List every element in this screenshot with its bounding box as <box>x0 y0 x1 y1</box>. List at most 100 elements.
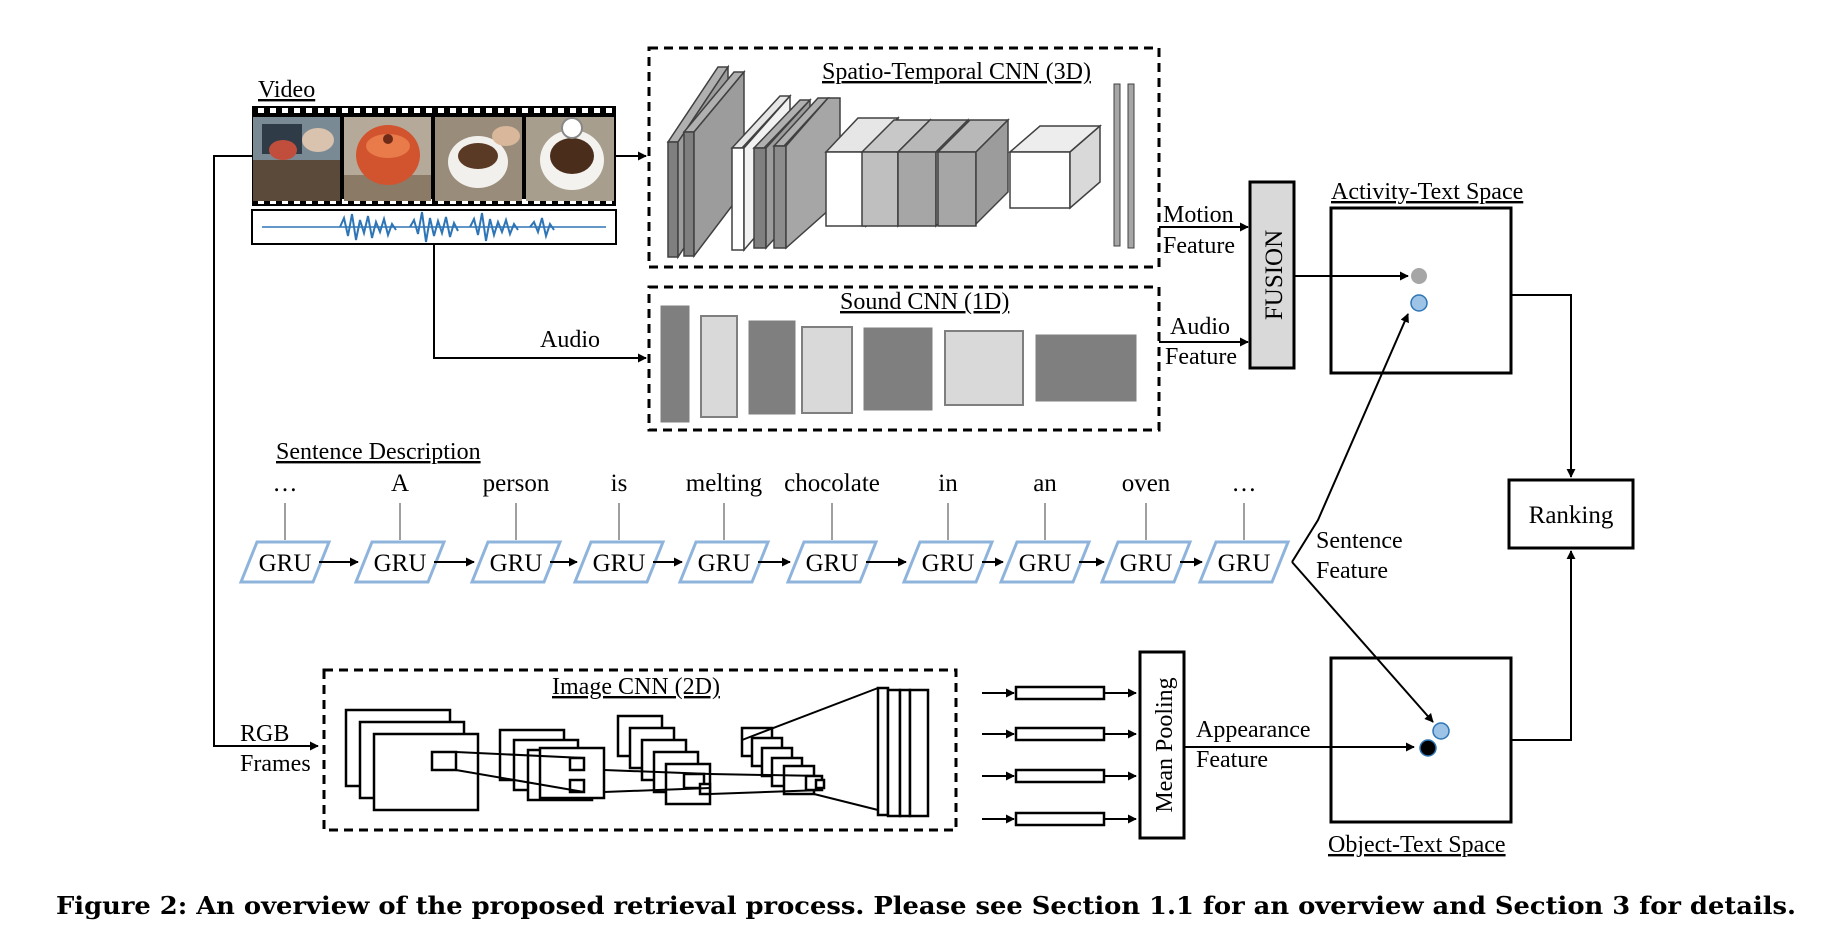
activity-sentence-point <box>1410 294 1428 312</box>
motion-feature-label: Feature <box>1163 233 1235 259</box>
gru-cell: GRU <box>1099 540 1193 584</box>
sound-cnn-layer-3 <box>748 320 796 415</box>
sound-cnn-layer-2 <box>700 315 738 418</box>
object-text-space-title: Object-Text Space <box>1328 832 1506 858</box>
gru-cell: GRU <box>469 540 563 584</box>
sound-cnn-title: Sound CNN (1D) <box>840 289 1009 315</box>
image-cnn-title: Image CNN (2D) <box>552 674 720 700</box>
gru-cell: GRU <box>677 540 771 584</box>
gru-cell-shape <box>1197 540 1291 584</box>
figure-caption: Figure 2: An overview of the proposed re… <box>56 891 1796 920</box>
audio-feature-label: Feature <box>1165 344 1237 370</box>
gru-cell: GRU <box>998 540 1092 584</box>
image-cnn-stack-3 <box>616 714 712 806</box>
rgb-label: RGB <box>240 721 289 747</box>
sentence-label: Sentence <box>1316 528 1403 554</box>
video-label: Video <box>258 77 315 103</box>
image-cnn-stack-2 <box>498 728 606 802</box>
spatio-temporal-cnn-block: Spatio-Temporal CNN (3D) <box>647 46 1161 269</box>
ranking-label: Ranking <box>1529 502 1614 529</box>
sentence-feature-label: Feature <box>1316 558 1388 584</box>
sentence-word: chocolate <box>784 470 880 497</box>
sound-cnn-layer-4 <box>801 326 853 414</box>
gru-cell-label: GRU <box>259 550 312 577</box>
sentence-word: … <box>1232 470 1257 497</box>
video-frame-4 <box>526 117 614 201</box>
arrow-audio-to-soundcnn <box>433 244 647 363</box>
mean-pooling-label: Mean Pooling <box>1152 677 1178 812</box>
sentence-description-title: Sentence Description <box>276 439 481 465</box>
sound-cnn-layer-1 <box>660 305 690 423</box>
gru-cell: GRU <box>238 540 332 584</box>
gru-cell-shape <box>785 540 879 584</box>
audio-feat-label: Audio <box>1170 314 1230 340</box>
cnn3d-fc-layers <box>1113 83 1135 249</box>
image-cnn-fc <box>876 686 930 818</box>
audio-label: Audio <box>540 327 600 353</box>
spatio-temporal-cnn-title: Spatio-Temporal CNN (3D) <box>822 59 1091 85</box>
gru-cell-label: GRU <box>593 550 646 577</box>
gru-cell-shape <box>469 540 563 584</box>
activity-text-space: Activity-Text Space <box>1329 179 1523 375</box>
sound-cnn-layer-5 <box>863 327 933 411</box>
image-cnn-connectors <box>455 687 879 811</box>
gru-cell-shape <box>998 540 1092 584</box>
fusion-block: FUSION <box>1248 180 1296 370</box>
cnn3d-layer-1 <box>666 64 746 260</box>
image-cnn-stack-1 <box>344 708 480 812</box>
mean-pooling-block: Mean Pooling <box>1138 650 1186 840</box>
appearance-feature-label: Feature <box>1196 747 1268 773</box>
cnn3d-layer-2 <box>730 94 841 253</box>
sound-cnn-block: Sound CNN (1D) <box>647 285 1161 432</box>
activity-text-space-title: Activity-Text Space <box>1331 179 1523 205</box>
cnn3d-layer-4 <box>1007 124 1103 210</box>
gru-cell-shape <box>353 540 447 584</box>
gru-cell-shape <box>677 540 771 584</box>
sentence-word: A <box>391 470 409 497</box>
sound-cnn-layer-6 <box>944 330 1024 406</box>
gru-cell: GRU <box>901 540 995 584</box>
image-cnn-stack-4 <box>740 726 826 796</box>
gru-cell: GRU <box>572 540 666 584</box>
gru-cell: GRU <box>353 540 447 584</box>
sentence-word: is <box>611 470 628 497</box>
video-filmstrip: Video <box>251 77 617 245</box>
sentence-word: oven <box>1122 470 1171 497</box>
video-frame-2 <box>344 117 431 201</box>
gru-chain: GRU GRU GRU GRU GRU GRU GRU GRU GRU GRU <box>238 540 1291 584</box>
gru-cell-label: GRU <box>806 550 859 577</box>
ranking-block: Ranking <box>1507 478 1635 550</box>
arrow-sentence-to-object <box>1291 561 1434 723</box>
gru-cell-shape <box>1099 540 1193 584</box>
fusion-label: FUSION <box>1261 230 1288 320</box>
arrow-sentence-to-activity <box>1291 313 1409 563</box>
gru-cell-label: GRU <box>922 550 975 577</box>
arrow-object-to-ranking <box>1511 550 1576 741</box>
video-frame-3 <box>435 117 522 201</box>
gru-cell-label: GRU <box>1019 550 1072 577</box>
motion-label: Motion <box>1163 202 1234 228</box>
gru-cell-label: GRU <box>490 550 543 577</box>
audio-waveform <box>251 209 617 245</box>
arrow-activity-to-ranking <box>1511 294 1576 478</box>
frames-label: Frames <box>240 751 311 777</box>
sentence-word: … <box>273 470 298 497</box>
sound-cnn-layer-7 <box>1035 334 1137 402</box>
gru-cell-label: GRU <box>698 550 751 577</box>
arrow-rgb-frames <box>213 155 319 751</box>
image-feature-vectors <box>982 685 1137 827</box>
gru-cell-shape <box>238 540 332 584</box>
object-sentence-point <box>1432 722 1450 740</box>
gru-cell: GRU <box>785 540 879 584</box>
object-text-space: Object-Text Space <box>1328 656 1513 858</box>
activity-video-point <box>1411 268 1427 284</box>
gru-cell-label: GRU <box>1120 550 1173 577</box>
gru-cell-shape <box>901 540 995 584</box>
gru-cell-label: GRU <box>1218 550 1271 577</box>
gru-cell-label: GRU <box>374 550 427 577</box>
appearance-label: Appearance <box>1196 717 1311 743</box>
gru-cell-shape <box>572 540 666 584</box>
